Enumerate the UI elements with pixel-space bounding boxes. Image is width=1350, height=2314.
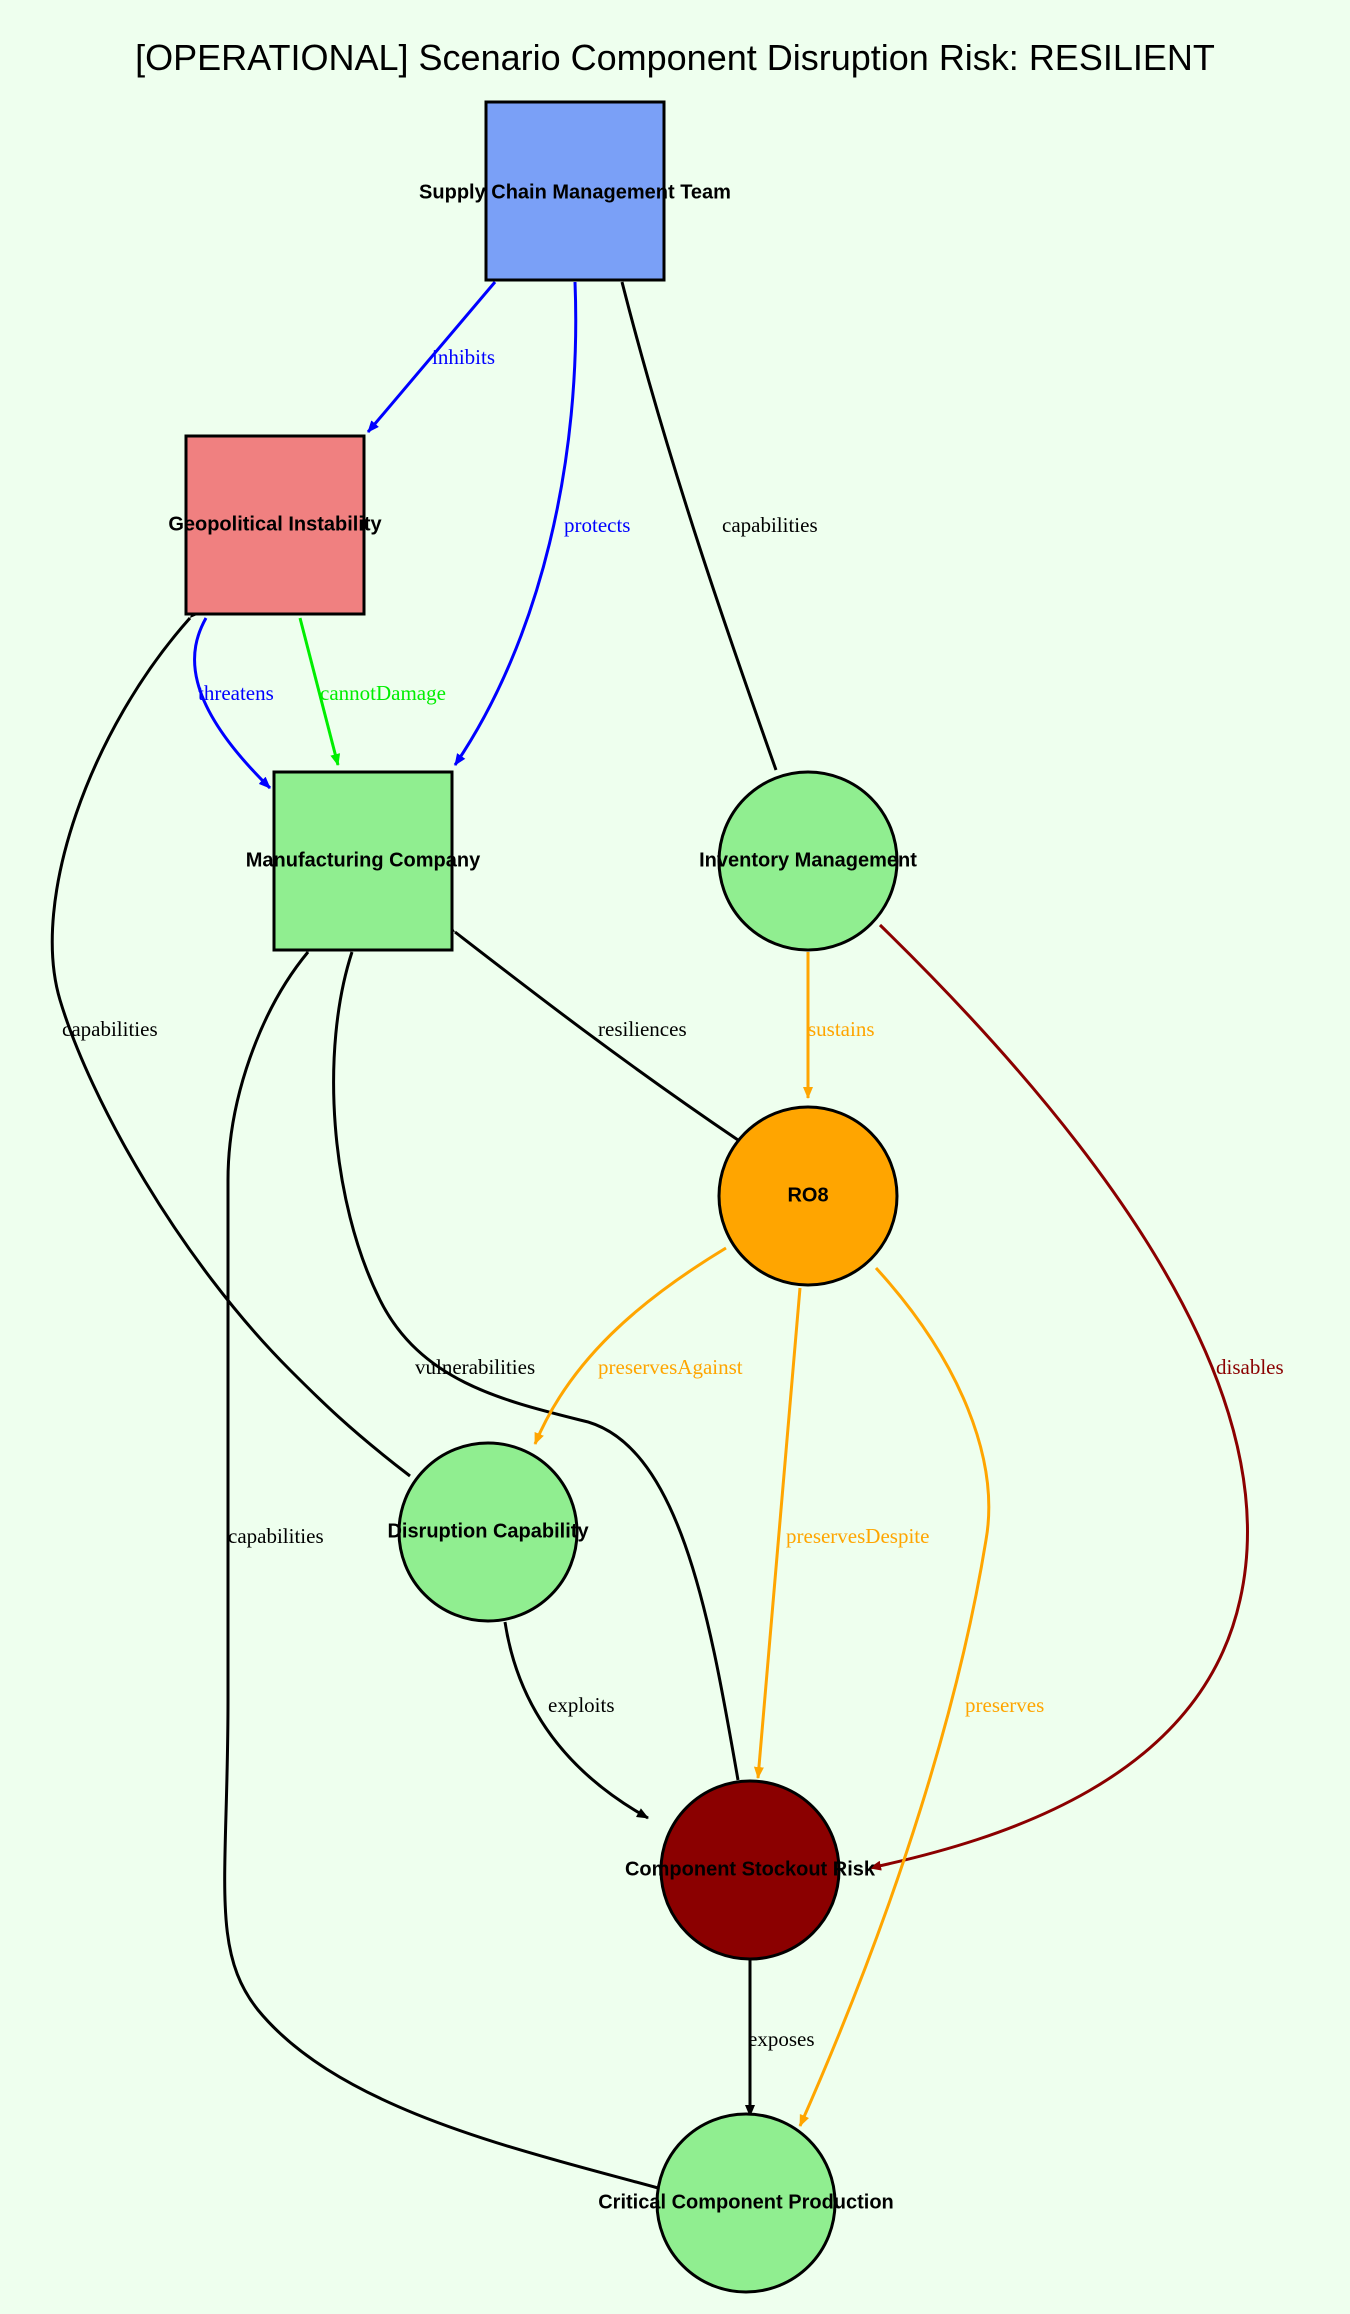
edge-label-preserves-against: preservesAgainst	[598, 1355, 743, 1379]
node-label-disruption-capability: Disruption Capability	[387, 1520, 589, 1542]
edge-label-preserves-despite: preservesDespite	[786, 1524, 929, 1548]
node-inventory-management[interactable]: Inventory Management	[699, 770, 917, 952]
edge-label-inhibits: inhibits	[432, 345, 495, 369]
node-disruption-capability[interactable]: Disruption Capability	[387, 1441, 589, 1623]
node-label-component-stockout-risk: Component Stockout Risk	[625, 1858, 876, 1880]
edge-capabilities-mfg: capabilities	[223, 928, 659, 2190]
node-geopolitical-instability[interactable]: Geopolitical Instability	[168, 434, 383, 616]
edge-preserves: preserves	[798, 1266, 1044, 2127]
node-label-geopolitical-instability: Geopolitical Instability	[168, 513, 382, 535]
node-supply-chain-team[interactable]: Supply Chain Management Team	[419, 100, 731, 282]
edge-label-resiliences: resiliences	[598, 1017, 687, 1041]
edge-vulnerabilities: vulnerabilities	[332, 923, 740, 1781]
edge-label-capabilities-geo: capabilities	[62, 1017, 158, 1041]
edge-protects: protects	[453, 281, 630, 766]
node-ro8[interactable]: RO8	[717, 1105, 899, 1287]
edge-preserves-despite: preservesDespite	[753, 1287, 929, 1779]
edge-threatens: threatens	[193, 617, 274, 790]
edge-capabilities-team: capabilities	[611, 252, 818, 771]
edge-label-exposes: exposes	[748, 2027, 815, 2051]
edge-label-sustains: sustains	[808, 1017, 875, 1041]
edge-label-capabilities-team: capabilities	[722, 513, 818, 537]
edge-capabilities-geo: capabilities	[50, 595, 411, 1478]
edge-exposes: exposes	[745, 1960, 815, 2117]
node-label-ro8: RO8	[787, 1184, 828, 1206]
edge-label-vulnerabilities: vulnerabilities	[415, 1355, 535, 1379]
edge-label-exploits: exploits	[548, 1693, 615, 1717]
node-label-manufacturing-company: Manufacturing Company	[246, 849, 481, 871]
node-critical-component-production[interactable]: Critical Component Production	[598, 2112, 894, 2294]
edge-resiliences: resiliences	[431, 913, 739, 1142]
edge-cannot-damage: cannotDamage	[298, 617, 446, 766]
edge-inhibits: inhibits	[366, 281, 497, 433]
diagram-title: [OPERATIONAL] Scenario Component Disrupt…	[135, 37, 1215, 78]
node-label-critical-component-production: Critical Component Production	[598, 2191, 894, 2213]
edge-sustains: sustains	[803, 952, 875, 1099]
node-label-supply-chain-team: Supply Chain Management Team	[419, 181, 731, 203]
edge-exploits: exploits	[503, 1621, 649, 1820]
node-manufacturing-company[interactable]: Manufacturing Company	[246, 770, 481, 952]
edge-label-preserves: preserves	[965, 1693, 1044, 1717]
edge-label-cannot-damage: cannotDamage	[320, 681, 446, 705]
edge-disables: disables	[869, 923, 1284, 1871]
node-label-inventory-management: Inventory Management	[699, 849, 917, 871]
edge-label-capabilities-mfg: capabilities	[228, 1524, 324, 1548]
edge-preserves-against: preservesAgainst	[533, 1246, 743, 1445]
edge-label-protects: protects	[564, 513, 630, 537]
edge-label-threatens: threatens	[198, 681, 274, 705]
node-component-stockout-risk[interactable]: Component Stockout Risk	[625, 1779, 876, 1961]
edge-label-disables: disables	[1216, 1355, 1284, 1379]
